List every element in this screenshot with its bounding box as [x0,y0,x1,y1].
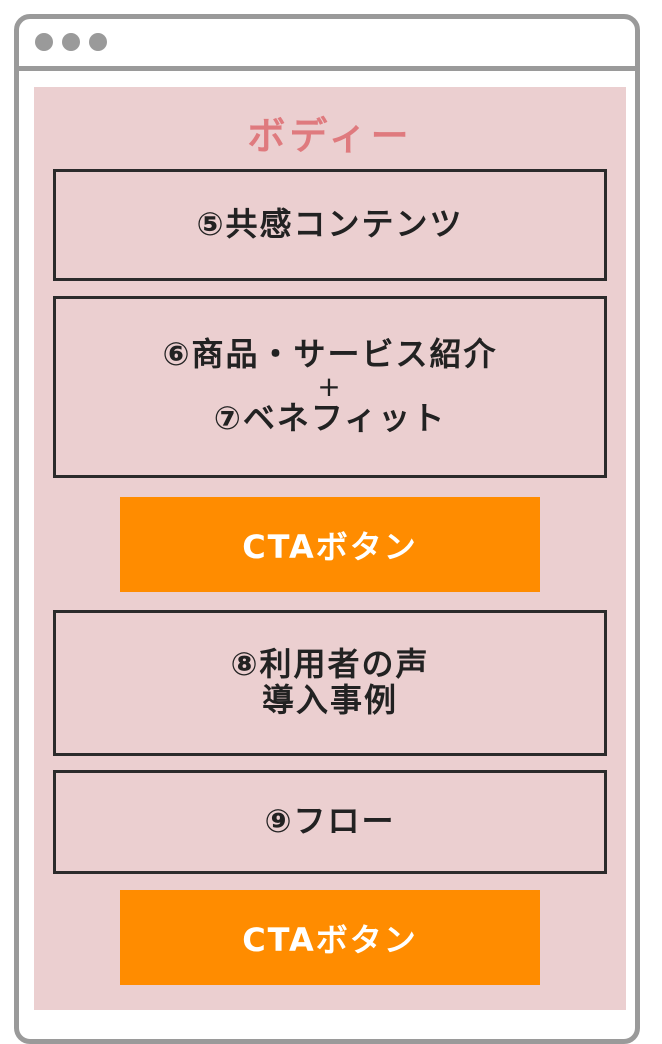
cta-button[interactable]: CTAボタン [120,497,540,592]
window-dot-icon [89,33,107,51]
empathy-content-label: ⑤共感コンテンツ [196,205,464,244]
section-title: ボディー [247,114,413,158]
product-service-label: ⑥商品・サービス紹介 [162,335,498,374]
user-voice-label: ⑧利用者の声 [230,645,430,684]
case-study-label: 導入事例 [261,681,398,719]
benefit-label: ⑦ベネフィット [213,399,447,437]
cta-button-label: CTAボタン [242,920,418,959]
flow-block: ⑨フロー [53,770,607,874]
cta-button-label: CTAボタン [242,527,418,566]
cta-button[interactable]: CTAボタン [120,890,540,985]
plus-sign: + [317,370,343,403]
testimonials-block: ⑧利用者の声 導入事例 [53,610,607,756]
body-section: ボディー ⑤共感コンテンツ ⑥商品・サービス紹介 + ⑦ベネフィット CTAボタ… [34,87,626,1010]
flow-label: ⑨フロー [264,802,396,841]
product-benefit-block: ⑥商品・サービス紹介 + ⑦ベネフィット [53,296,607,478]
window-dot-icon [35,33,53,51]
browser-titlebar [19,19,635,71]
window-dot-icon [62,33,80,51]
empathy-content-block: ⑤共感コンテンツ [53,169,607,281]
